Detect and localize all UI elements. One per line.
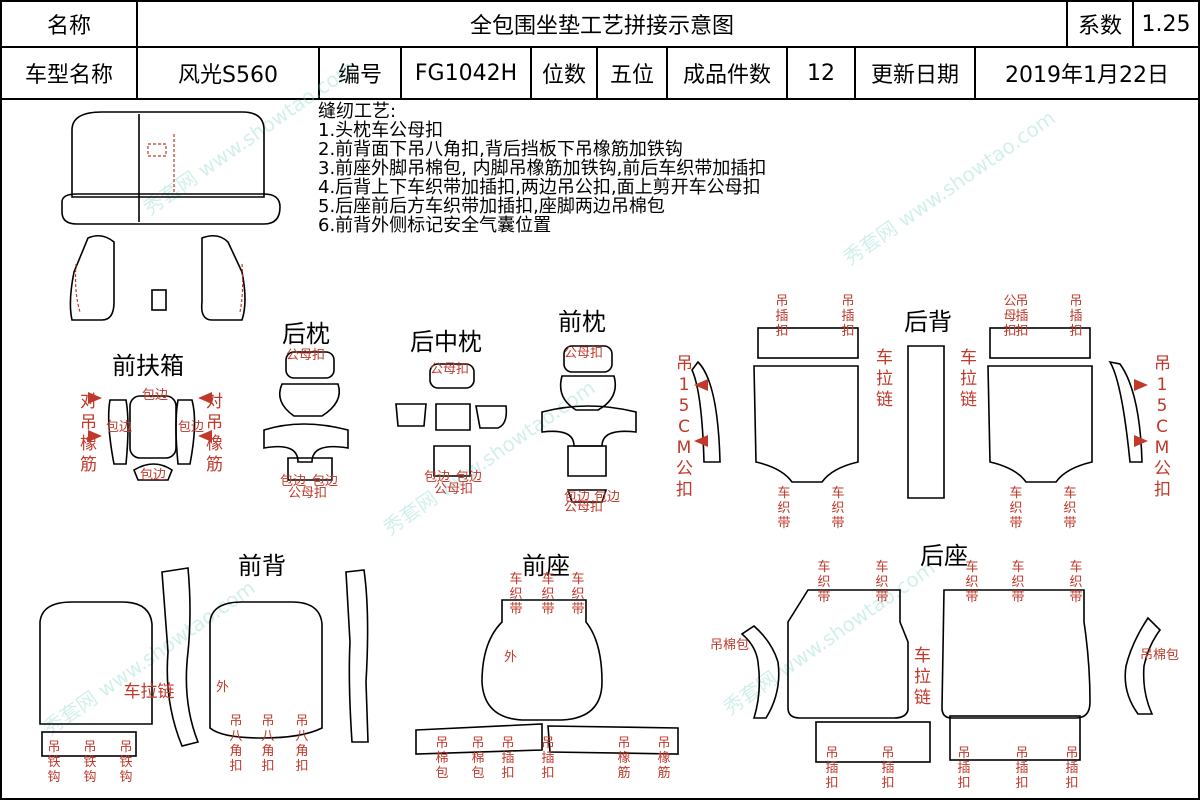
label-padding: 吊棉包	[471, 736, 485, 781]
label-binding: 包边	[140, 468, 167, 483]
label-buckle: 吊插扣	[1065, 746, 1079, 791]
label-buckle: 吊插扣	[1015, 294, 1029, 339]
label-padding: 吊棉包	[435, 736, 449, 781]
label-binding: 包边	[178, 420, 205, 435]
process-step: 3.前座外脚吊棉包, 内脚吊橡筋加铁钩,前后车织带加插扣	[318, 158, 767, 179]
label-snap: 公母扣	[564, 500, 604, 515]
label-iron-hook: 吊铁钩	[47, 740, 61, 785]
label-buckle: 吊插扣	[957, 746, 971, 791]
label-buckle: 吊插扣	[501, 736, 515, 781]
process-step: 2.前背面下吊八角扣,背后挡板下吊橡筋加铁钩	[318, 139, 683, 160]
label-padding: 吊棉包	[1140, 648, 1180, 663]
section-rear-mid-headrest: 后中枕	[410, 328, 482, 356]
label-snap: 公母扣	[286, 348, 326, 363]
label-snap: 公母扣	[1003, 294, 1017, 339]
label-webbing: 车织带	[1009, 486, 1023, 531]
pieces-label: 成品件数	[668, 48, 788, 98]
label-zipper: 车拉链	[876, 348, 893, 410]
model-value: 风光S560	[138, 48, 320, 98]
label-buckle: 吊插扣	[1015, 746, 1029, 791]
label-webbing: 车织带	[571, 572, 585, 617]
label-buckle: 吊插扣	[881, 746, 895, 791]
process-step: 6.前背外侧标记安全气囊位置	[318, 215, 552, 236]
coef-label: 系数	[1068, 2, 1134, 46]
label-buckle: 吊插扣	[775, 294, 789, 339]
label-snap: 公母扣	[434, 482, 474, 497]
label-padding: 吊棉包	[710, 638, 750, 653]
label-webbing: 车织带	[875, 560, 889, 605]
label-outer: 外	[216, 680, 230, 695]
label-binding: 包边	[594, 490, 621, 505]
label-buckle: 吊插扣	[841, 294, 855, 339]
label-iron-hook: 吊铁钩	[83, 740, 97, 785]
label-binding: 包边	[456, 470, 483, 485]
label-snap: 公母扣	[564, 346, 604, 361]
label-snap: 公母扣	[288, 486, 328, 501]
label-webbing: 车织带	[509, 572, 523, 617]
label-elastic: 对吊橡筋	[80, 392, 97, 475]
name-label: 名称	[2, 2, 138, 46]
label-zipper: 车拉链	[914, 646, 931, 708]
label-webbing: 车织带	[1069, 560, 1083, 605]
label-buckle: 吊插扣	[1069, 294, 1083, 339]
section-front-armrest: 前扶箱	[112, 352, 184, 380]
section-rear-seat: 后座	[920, 542, 968, 570]
label-octagon-snap: 吊八角扣	[295, 714, 309, 774]
section-rear-back: 后背	[904, 308, 952, 336]
code-value: FG1042H	[402, 48, 532, 98]
label-snap: 公母扣	[430, 362, 470, 377]
label-elastic: 对吊橡筋	[206, 392, 223, 475]
label-webbing: 车织带	[1063, 486, 1077, 531]
label-webbing: 车织带	[541, 572, 555, 617]
coef-value: 1.25	[1141, 11, 1191, 37]
seats-value: 五位	[598, 48, 668, 98]
section-front-headrest: 前枕	[558, 308, 606, 336]
label-buckle: 吊插扣	[541, 736, 555, 781]
label-binding: 包边	[564, 490, 591, 505]
label-webbing: 车织带	[965, 560, 979, 605]
section-front-seat: 前座	[522, 552, 570, 580]
label-outer: 外	[504, 650, 518, 665]
label-webbing: 车织带	[817, 560, 831, 605]
label-binding: 包边	[142, 388, 169, 403]
seats-label: 位数	[532, 48, 598, 98]
label-webbing: 车织带	[1011, 560, 1025, 605]
model-label: 车型名称	[2, 48, 138, 98]
process-heading: 缝纫工艺:	[318, 101, 397, 122]
sheet-title: 全包围坐垫工艺拼接示意图	[138, 2, 1068, 46]
label-octagon-snap: 吊八角扣	[261, 714, 275, 774]
date-label: 更新日期	[856, 48, 976, 98]
section-rear-headrest: 后枕	[282, 320, 330, 348]
process-step: 1.头枕车公母扣	[318, 120, 444, 141]
label-zipper: 车拉链	[960, 348, 977, 410]
label-webbing: 车织带	[831, 486, 845, 531]
process-step: 5.后座前后方车织带加插扣,座脚两边吊棉包	[318, 196, 665, 217]
label-binding: 包边	[424, 470, 451, 485]
header-row-1: 名称 全包围坐垫工艺拼接示意图 系数 1.25	[2, 2, 1198, 48]
date-value: 2019年1月22日	[1005, 63, 1169, 88]
label-15cm-snap: 吊15CM公扣	[1154, 354, 1171, 500]
label-buckle: 吊插扣	[825, 746, 839, 791]
label-binding: 包边	[106, 420, 133, 435]
label-15cm-snap: 吊15CM公扣	[676, 354, 693, 500]
label-octagon-snap: 吊八角扣	[229, 714, 243, 774]
label-elastic: 吊橡筋	[617, 736, 631, 781]
label-binding: 包边	[280, 474, 307, 489]
process-notes: 缝纫工艺: 1.头枕车公母扣 2.前背面下吊八角扣,背后挡板下吊橡筋加铁钩 3.…	[318, 102, 766, 235]
label-binding: 包边	[312, 474, 339, 489]
label-webbing: 车织带	[777, 486, 791, 531]
label-iron-hook: 吊铁钩	[119, 740, 133, 785]
pieces-value: 12	[788, 48, 856, 98]
header-row-2: 车型名称 风光S560 编号 FG1042H 位数 五位 成品件数 12 更新日…	[2, 48, 1198, 100]
label-zipper: 车拉链	[123, 682, 175, 702]
process-step: 4.后背上下车织带加插扣,两边吊公扣,面上剪开车公母扣	[318, 177, 761, 198]
section-front-back: 前背	[238, 552, 286, 580]
code-label: 编号	[320, 48, 402, 98]
label-elastic: 吊橡筋	[657, 736, 671, 781]
